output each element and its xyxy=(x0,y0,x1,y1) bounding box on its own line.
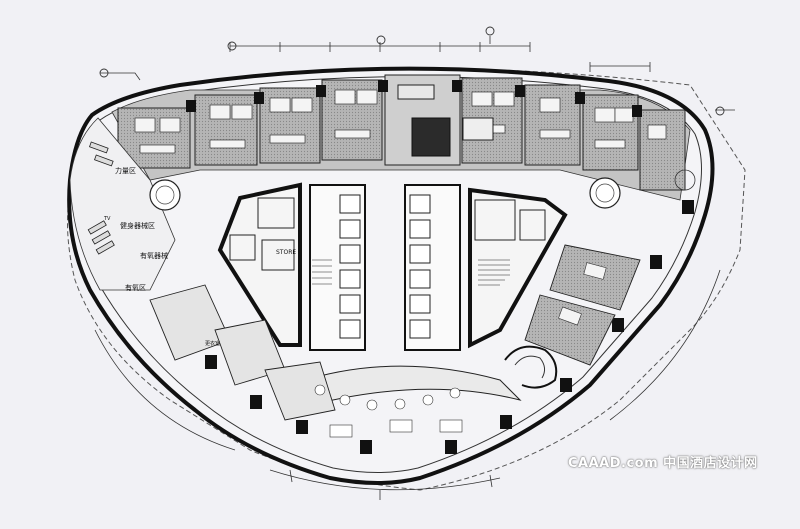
label-fitness: 力量区 xyxy=(115,166,136,175)
spiral-stair xyxy=(504,345,558,389)
label-aerobic-sub: 有氧器械 xyxy=(140,251,168,260)
suite-dark-rug xyxy=(411,117,451,157)
label-fitness-sub: 健身器械区 xyxy=(120,221,155,230)
watermark-text: CAAAD.com 中国酒店设计网 xyxy=(568,456,758,471)
outer-dashed-boundary xyxy=(67,68,746,491)
label-tv: TV xyxy=(103,216,111,222)
suite-table xyxy=(462,117,494,141)
core-inner-rooms xyxy=(229,197,546,271)
dimension-lines-top xyxy=(100,36,735,111)
pool-right xyxy=(674,169,696,191)
elevator-cars-right xyxy=(409,194,431,339)
round-feature-right-inner xyxy=(595,183,615,203)
building-outer-wall xyxy=(67,66,715,485)
room-labels: STORE 力量区 健身器械区 有氧区 有氧器械 更衣室 TV xyxy=(103,166,296,347)
dimension-lines-bottom xyxy=(94,269,721,500)
elevator-cars-left xyxy=(339,194,361,339)
stairs-right xyxy=(478,259,510,286)
label-store: STORE xyxy=(276,249,296,256)
suite-sofa xyxy=(397,84,435,100)
core-left xyxy=(217,182,302,347)
grid-markers xyxy=(99,26,725,116)
rooms-lower-left xyxy=(149,284,336,421)
label-locker: 更衣室 xyxy=(205,340,220,347)
spiral-stair-inner xyxy=(514,355,546,379)
core-right xyxy=(468,187,568,349)
rooms-lower-right-furniture xyxy=(558,262,607,326)
round-feature-left xyxy=(149,179,181,211)
gym-equipment xyxy=(87,141,115,255)
gym-area xyxy=(69,117,176,291)
lounge-furniture xyxy=(314,384,463,438)
round-feature-left-inner xyxy=(155,185,175,205)
label-aerobic: 有氧区 xyxy=(125,283,146,292)
lower-arcade xyxy=(289,365,522,409)
room-furniture xyxy=(134,89,667,154)
stairs-left xyxy=(312,259,332,285)
round-feature-right xyxy=(589,177,621,209)
